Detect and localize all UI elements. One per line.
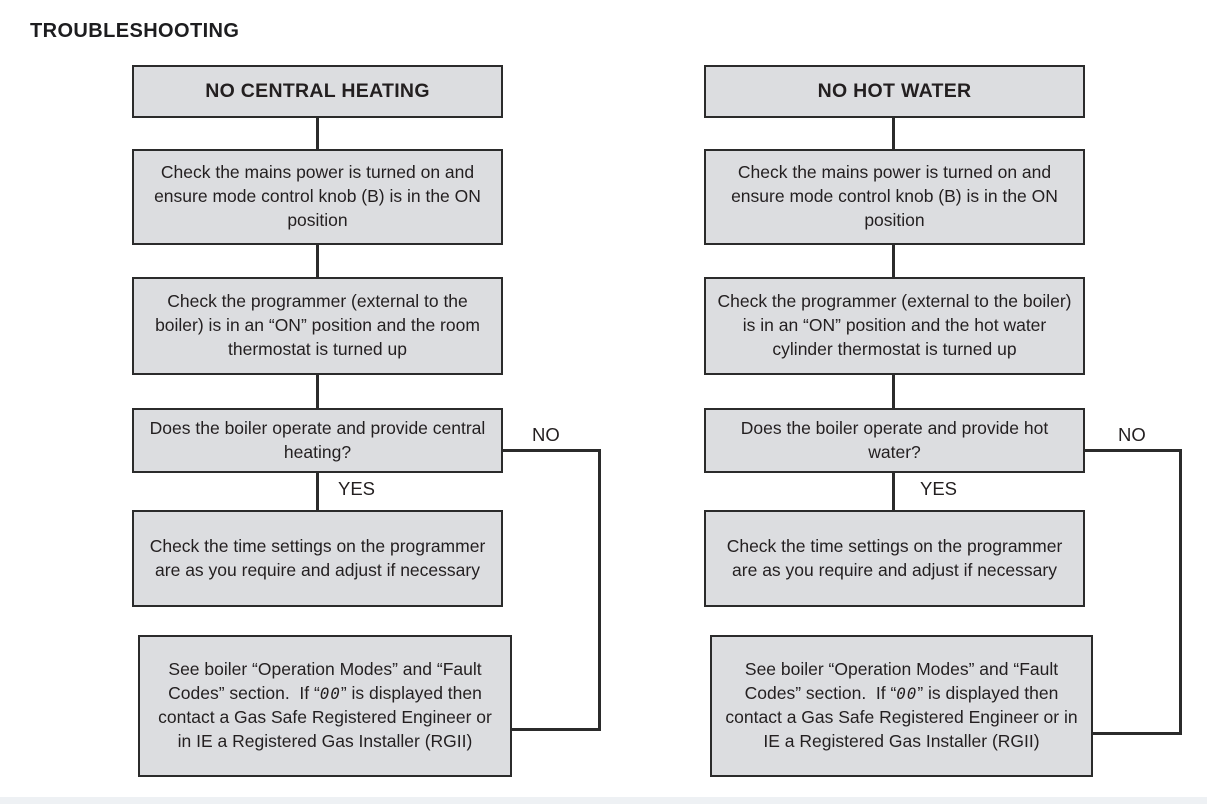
fault-code-display: 00	[896, 684, 918, 704]
flow-step-text: Check the time settings on the programme…	[149, 535, 491, 580]
flow-final-text: See boiler “Operation Modes” and “Fault …	[150, 658, 500, 753]
connector-line	[892, 118, 895, 149]
connector-line	[316, 473, 319, 510]
flow-step-text: Does the boiler operate and provide hot …	[740, 417, 1054, 462]
connector-line	[892, 473, 895, 510]
flow-step-text: Check the mains power is turned on and e…	[154, 162, 486, 230]
flow-final-see-operation-modes-ch: See boiler “Operation Modes” and “Fault …	[138, 635, 512, 777]
no-branch-line	[1093, 732, 1182, 735]
no-branch-line	[1085, 449, 1182, 452]
flow-header-label: NO CENTRAL HEATING	[205, 80, 430, 103]
flow-final-see-operation-modes-hw: See boiler “Operation Modes” and “Fault …	[710, 635, 1093, 777]
flow-step-check-programmer-hw: Check the programmer (external to the bo…	[704, 277, 1085, 375]
flow-step-check-mains-power-ch: Check the mains power is turned on and e…	[132, 149, 503, 245]
flow-step-text: Check the programmer (external to the bo…	[155, 291, 485, 359]
flow-decision-boiler-operate-hw: Does the boiler operate and provide hot …	[704, 408, 1085, 473]
flow-step-text: Check the time settings on the programme…	[726, 535, 1068, 580]
page-title: TROUBLESHOOTING	[30, 20, 240, 42]
flow-header-no-central-heating: NO CENTRAL HEATING	[132, 65, 503, 118]
flow-step-text: Check the programmer (external to the bo…	[717, 291, 1077, 359]
flow-step-check-programmer-ch: Check the programmer (external to the bo…	[132, 277, 503, 375]
connector-line	[892, 245, 895, 277]
final-text-pre: See boiler “Operation Modes” and “Fault …	[168, 659, 487, 704]
yes-branch-label: YES	[338, 478, 376, 499]
connector-line	[892, 375, 895, 408]
connector-line	[316, 245, 319, 277]
no-branch-label: NO	[1118, 424, 1146, 445]
connector-line	[316, 375, 319, 408]
fault-code-display: 00	[319, 684, 341, 704]
no-branch-line	[503, 449, 601, 452]
flow-step-text: Check the mains power is turned on and e…	[731, 162, 1063, 230]
flow-step-check-mains-power-hw: Check the mains power is turned on and e…	[704, 149, 1085, 245]
flow-final-text: See boiler “Operation Modes” and “Fault …	[722, 658, 1081, 753]
flow-decision-boiler-operate-ch: Does the boiler operate and provide cent…	[132, 408, 503, 473]
flow-header-no-hot-water: NO HOT WATER	[704, 65, 1085, 118]
flow-step-text: Does the boiler operate and provide cent…	[149, 417, 491, 462]
page-bottom-bar	[0, 797, 1207, 804]
flow-step-check-time-settings-hw: Check the time settings on the programme…	[704, 510, 1085, 607]
flow-step-check-time-settings-ch: Check the time settings on the programme…	[132, 510, 503, 607]
no-branch-label: NO	[532, 424, 560, 445]
yes-branch-label: YES	[920, 478, 958, 499]
final-text-post: ” is displayed then contact a Gas Safe R…	[725, 683, 1083, 751]
no-branch-line	[512, 728, 601, 731]
flow-header-label: NO HOT WATER	[817, 80, 972, 103]
connector-line	[316, 118, 319, 149]
final-text-post: ” is displayed then contact a Gas Safe R…	[158, 683, 497, 751]
no-branch-line	[1179, 449, 1182, 735]
final-text-pre: See boiler “Operation Modes” and “Fault …	[744, 659, 1063, 704]
no-branch-line	[598, 449, 601, 731]
